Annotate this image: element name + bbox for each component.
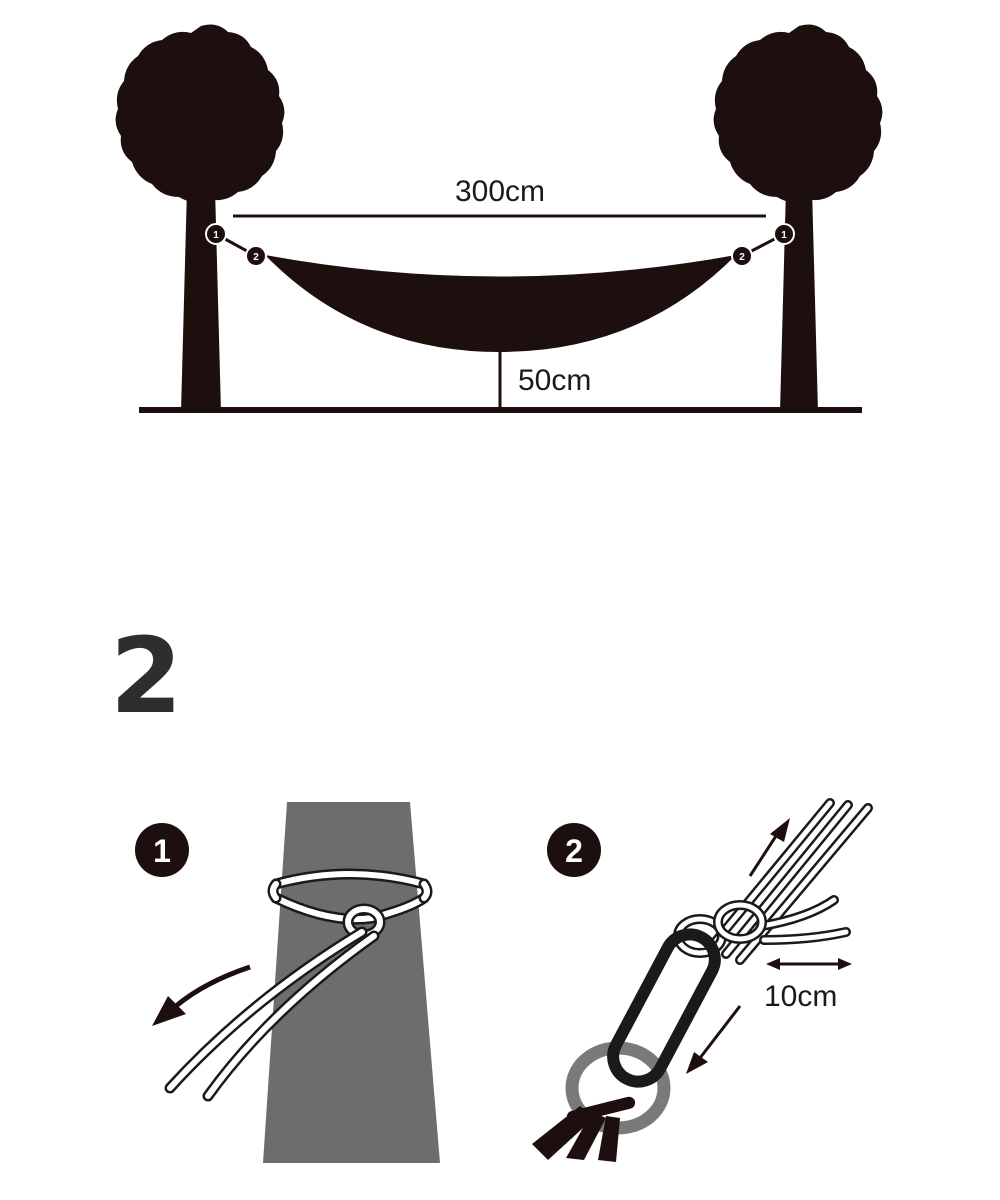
- tail-length-label: 10cm: [764, 980, 837, 1013]
- svg-text:2: 2: [253, 252, 259, 263]
- hammock-body: [265, 255, 736, 352]
- rope-wrap: [267, 868, 433, 925]
- right-point-1-badge: 1: [773, 223, 795, 245]
- svg-text:1: 1: [213, 230, 219, 241]
- strap-ropes: [707, 798, 873, 965]
- svg-text:1: 1: [153, 833, 171, 869]
- left-point-2-badge: 2: [245, 245, 267, 267]
- pull-direction-arrow: [152, 964, 251, 1026]
- pull-up-arrow: [748, 818, 790, 877]
- tail-length-dimension: [766, 958, 852, 970]
- span-label: 300cm: [455, 175, 545, 208]
- tree-knot-detail: 1: [135, 802, 440, 1163]
- hammock-setup-illustration: 300cm 50cm 1 2 1 2: [115, 24, 883, 413]
- svg-text:2: 2: [739, 252, 745, 263]
- right-point-2-badge: 2: [731, 245, 753, 267]
- detail-2-badge: 2: [547, 823, 601, 877]
- left-tree-trunk: [181, 188, 221, 412]
- left-tree-crown: [115, 24, 285, 203]
- left-tree: [115, 24, 285, 412]
- carabiner-detail: 2: [532, 798, 873, 1162]
- carabiner: [607, 928, 721, 1088]
- pull-down-arrow: [686, 1005, 742, 1074]
- hammock-fabric-end: [532, 1096, 636, 1162]
- right-tree-trunk: [780, 188, 818, 412]
- step-number: 2: [110, 615, 182, 737]
- svg-text:2: 2: [565, 833, 583, 869]
- right-tree-crown: [713, 24, 883, 203]
- left-point-1-badge: 1: [205, 223, 227, 245]
- rope-tails: [757, 895, 851, 945]
- right-tree: [713, 24, 883, 412]
- ground-line: [139, 407, 862, 413]
- tree-trunk-closeup: [263, 802, 440, 1163]
- rope-ends: [164, 926, 380, 1102]
- detail-1-badge: 1: [135, 823, 189, 877]
- svg-text:1: 1: [781, 230, 787, 241]
- height-label: 50cm: [518, 364, 591, 397]
